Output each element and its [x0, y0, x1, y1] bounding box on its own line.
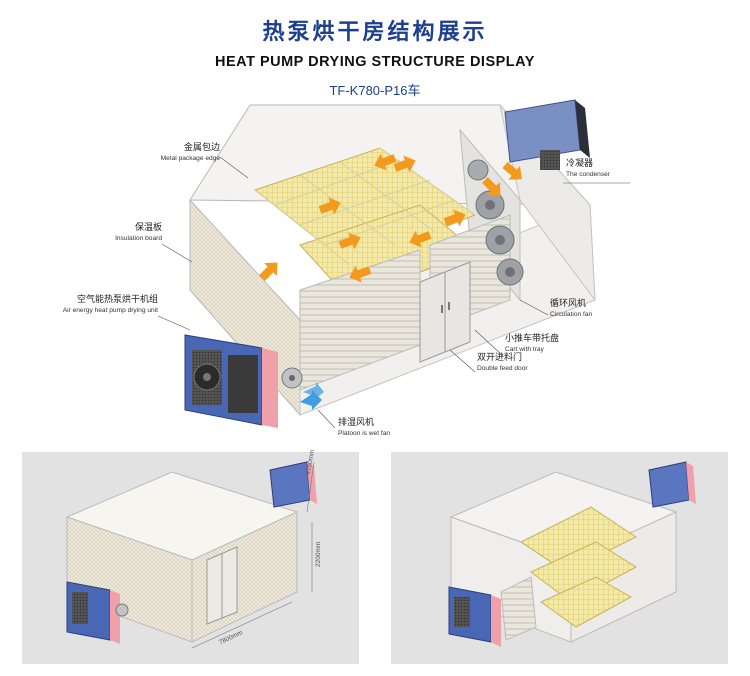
- circulation-fans: [467, 159, 524, 286]
- model-label: TF-K780-P16车: [329, 83, 421, 98]
- title-cn: 热泵烘干房结构展示: [262, 20, 488, 45]
- exterior-view-panel: 4750mm 2200mm 7800mm: [22, 449, 359, 664]
- callout-heat-pump: 空气能热泵烘干机组 Air energy heat pump drying un…: [62, 294, 158, 314]
- callout-circulation-fan: 循环风机 Circulation fan: [550, 298, 593, 318]
- callout-metal-edge: 金属包边 Metal package edge: [160, 142, 220, 162]
- exterior-view: [65, 461, 317, 649]
- leader-lines: [157, 156, 630, 429]
- condenser-unit: [504, 99, 590, 170]
- heat-pump-unit: [184, 334, 278, 428]
- dimension-height: 2200mm: [315, 541, 322, 567]
- callout-wet-fan: 排湿风机 Platoon is wet fan: [338, 417, 391, 437]
- title-en: HEAT PUMP DRYING STRUCTURE DISPLAY: [215, 54, 535, 70]
- callout-condenser: 冷凝器 The condenser: [566, 158, 610, 178]
- callout-cart: 小推车带托盘 Cart with tray: [505, 333, 560, 353]
- wet-exhaust-fan: [281, 367, 324, 410]
- callout-insulation: 保温板 Insulation board: [115, 222, 162, 242]
- callout-double-door: 双开进料门 Double feed door: [477, 352, 528, 372]
- interior-view: [448, 461, 696, 647]
- interior-view-panel: [391, 452, 728, 664]
- double-feed-door: [419, 261, 471, 363]
